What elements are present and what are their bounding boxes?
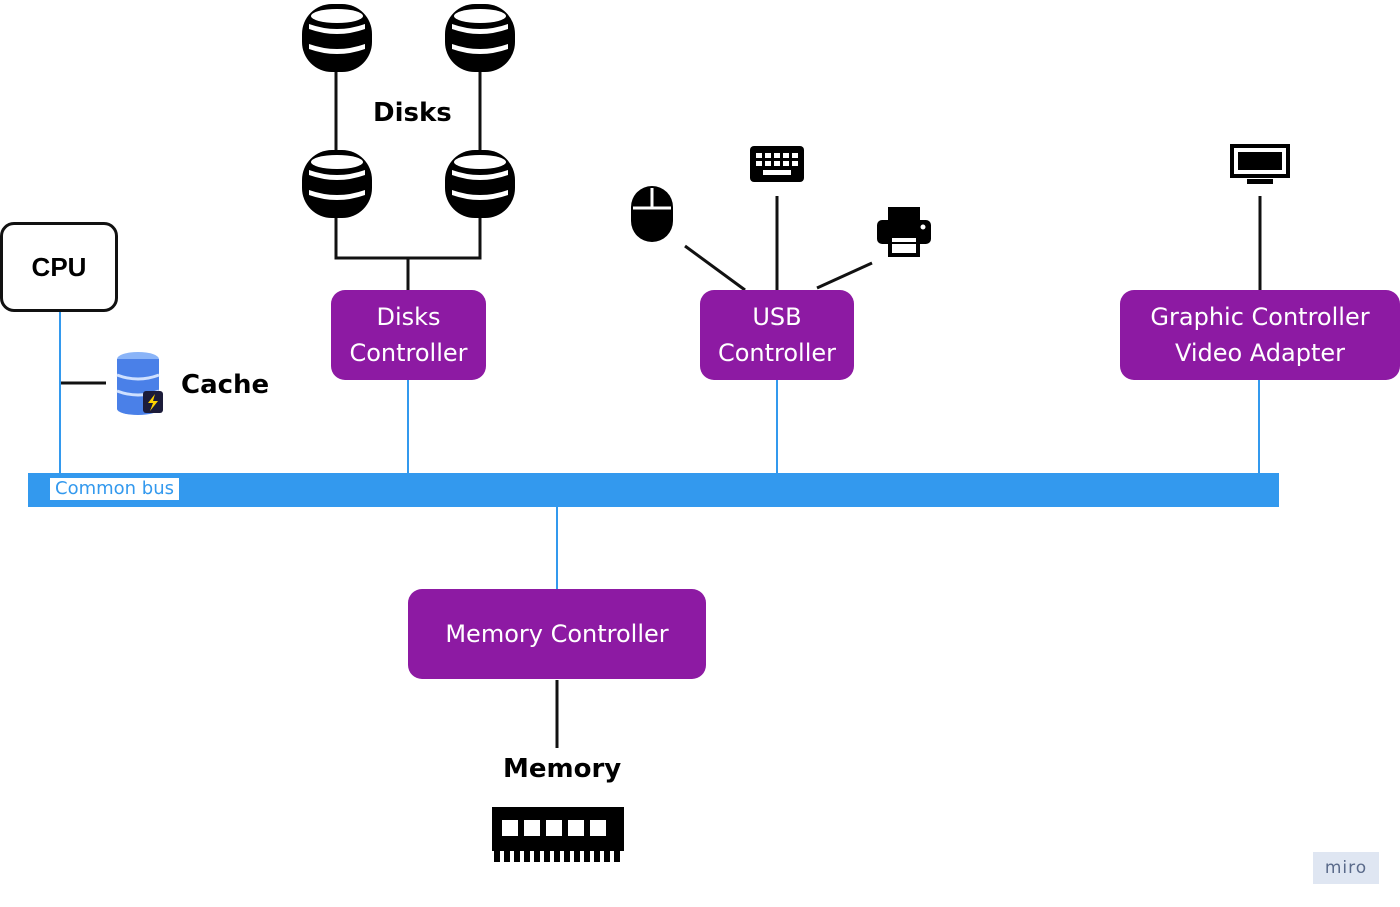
memory-controller-label: Memory Controller [445, 620, 669, 648]
monitor-icon [1230, 144, 1290, 184]
database-icon [302, 4, 372, 72]
graphic-controller-line-1: Graphic Controller [1150, 303, 1370, 331]
cache-label: Cache [181, 370, 270, 400]
graphic-controller-line-2: Video Adapter [1174, 339, 1346, 367]
common-bus-label: Common bus [50, 478, 180, 500]
usb-controller-line-1: USB [752, 303, 802, 331]
disks-controller-line-2: Controller [349, 339, 468, 367]
memory-controller-node[interactable]: Memory Controller [408, 589, 706, 679]
usb-controller-line-2: Controller [717, 339, 837, 367]
usb-controller-node[interactable]: USB Controller [700, 290, 854, 380]
printer-icon [877, 207, 931, 257]
disks-controller-node[interactable]: Disks Controller [331, 290, 486, 380]
miro-watermark: miro [1313, 852, 1379, 884]
cache-database-icon [116, 352, 163, 415]
database-icon [445, 150, 515, 218]
database-icon [302, 150, 372, 218]
disks-controller-line-1: Disks [376, 303, 441, 331]
ram-module-icon [492, 807, 624, 862]
graphic-controller-node[interactable]: Graphic Controller Video Adapter [1120, 290, 1400, 380]
mouse-icon [631, 186, 673, 242]
keyboard-icon [750, 146, 804, 182]
common-bus[interactable]: Common bus [28, 473, 1279, 507]
memory-label: Memory [503, 754, 622, 784]
database-icon [445, 4, 515, 72]
cpu-node[interactable]: CPU [0, 222, 118, 312]
cpu-label: CPU [31, 251, 87, 282]
disks-label: Disks [373, 98, 452, 128]
